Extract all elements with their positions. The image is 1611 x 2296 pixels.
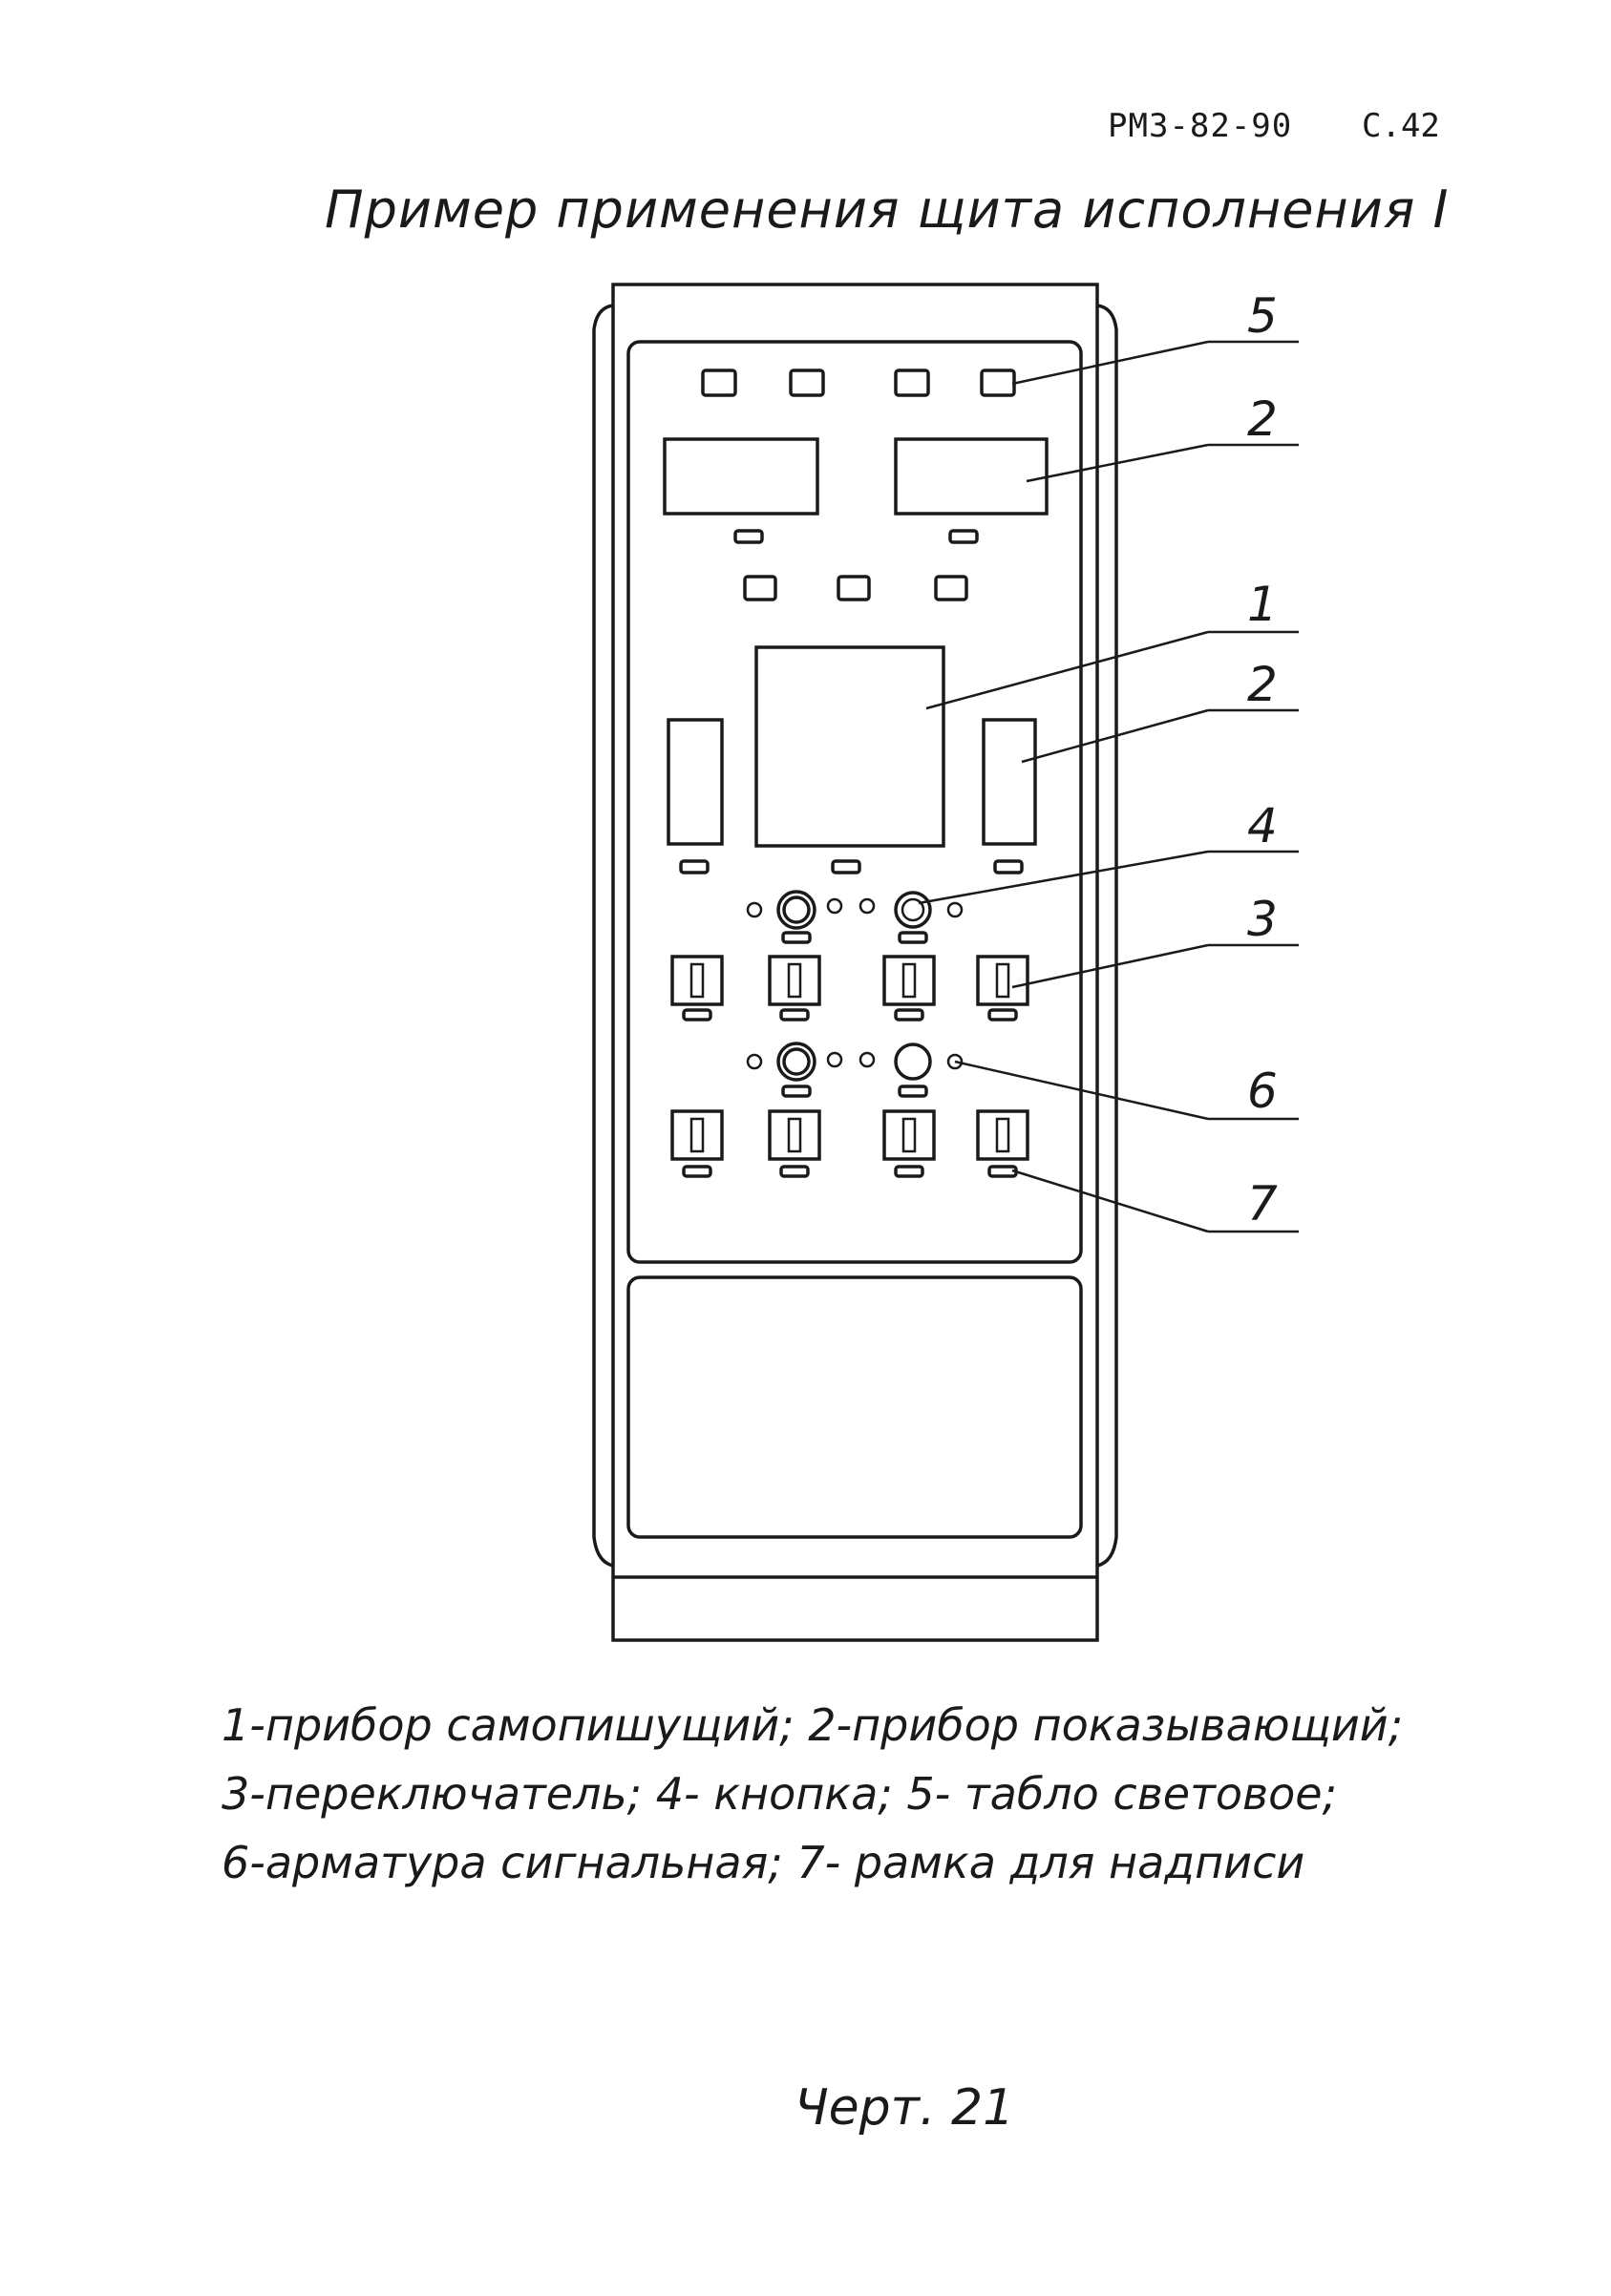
svg-text:6: 6 [1247, 1064, 1278, 1119]
callout-6: 6 [954, 1060, 1299, 1121]
lower-panel [626, 1275, 1083, 1539]
svg-text:4: 4 [1247, 798, 1278, 853]
callout-5: 5 [1011, 288, 1299, 386]
callout-4: 4 [918, 798, 1299, 905]
drawing-title: Пример применения щита исполнения I [325, 179, 1450, 240]
svg-text:3: 3 [1247, 892, 1278, 947]
document-code: РМЗ-82-90 [1108, 107, 1293, 145]
legend-line-3: 6-арматура сигнальная; 7- рамка для надп… [222, 1837, 1305, 1888]
svg-text:1: 1 [1247, 577, 1278, 632]
drawing-caption: Черт. 21 [795, 2079, 1015, 2137]
callout-1: 1 [925, 577, 1299, 710]
switch-row-2 [670, 1109, 1029, 1178]
button-row-2 [746, 1042, 964, 1098]
legend-line-2: 3-переключатель; 4- кнопка; 5- табло све… [222, 1768, 1338, 1820]
callout-2-side: 2 [1021, 657, 1299, 764]
recorder-and-indicators [667, 645, 1037, 874]
switch-row-1 [670, 955, 1029, 1022]
svg-text:2: 2 [1247, 391, 1278, 447]
legend-line-1: 1-прибор самопишущий; 2-прибор показываю… [222, 1699, 1404, 1751]
callout-2-top: 2 [1026, 391, 1299, 483]
light-panel-row [701, 369, 1016, 397]
upper-panel [626, 340, 1083, 1264]
svg-text:7: 7 [1247, 1176, 1278, 1232]
indicating-instruments-top [663, 437, 1049, 544]
svg-text:2: 2 [1247, 657, 1278, 712]
cabinet-frame [592, 283, 1118, 1642]
callout-3: 3 [1011, 892, 1299, 989]
button-row-1 [746, 890, 964, 944]
svg-text:5: 5 [1247, 288, 1278, 344]
light-panel-row-2 [743, 575, 968, 601]
callout-7: 7 [1011, 1169, 1299, 1233]
page-number: С.42 [1362, 107, 1440, 145]
